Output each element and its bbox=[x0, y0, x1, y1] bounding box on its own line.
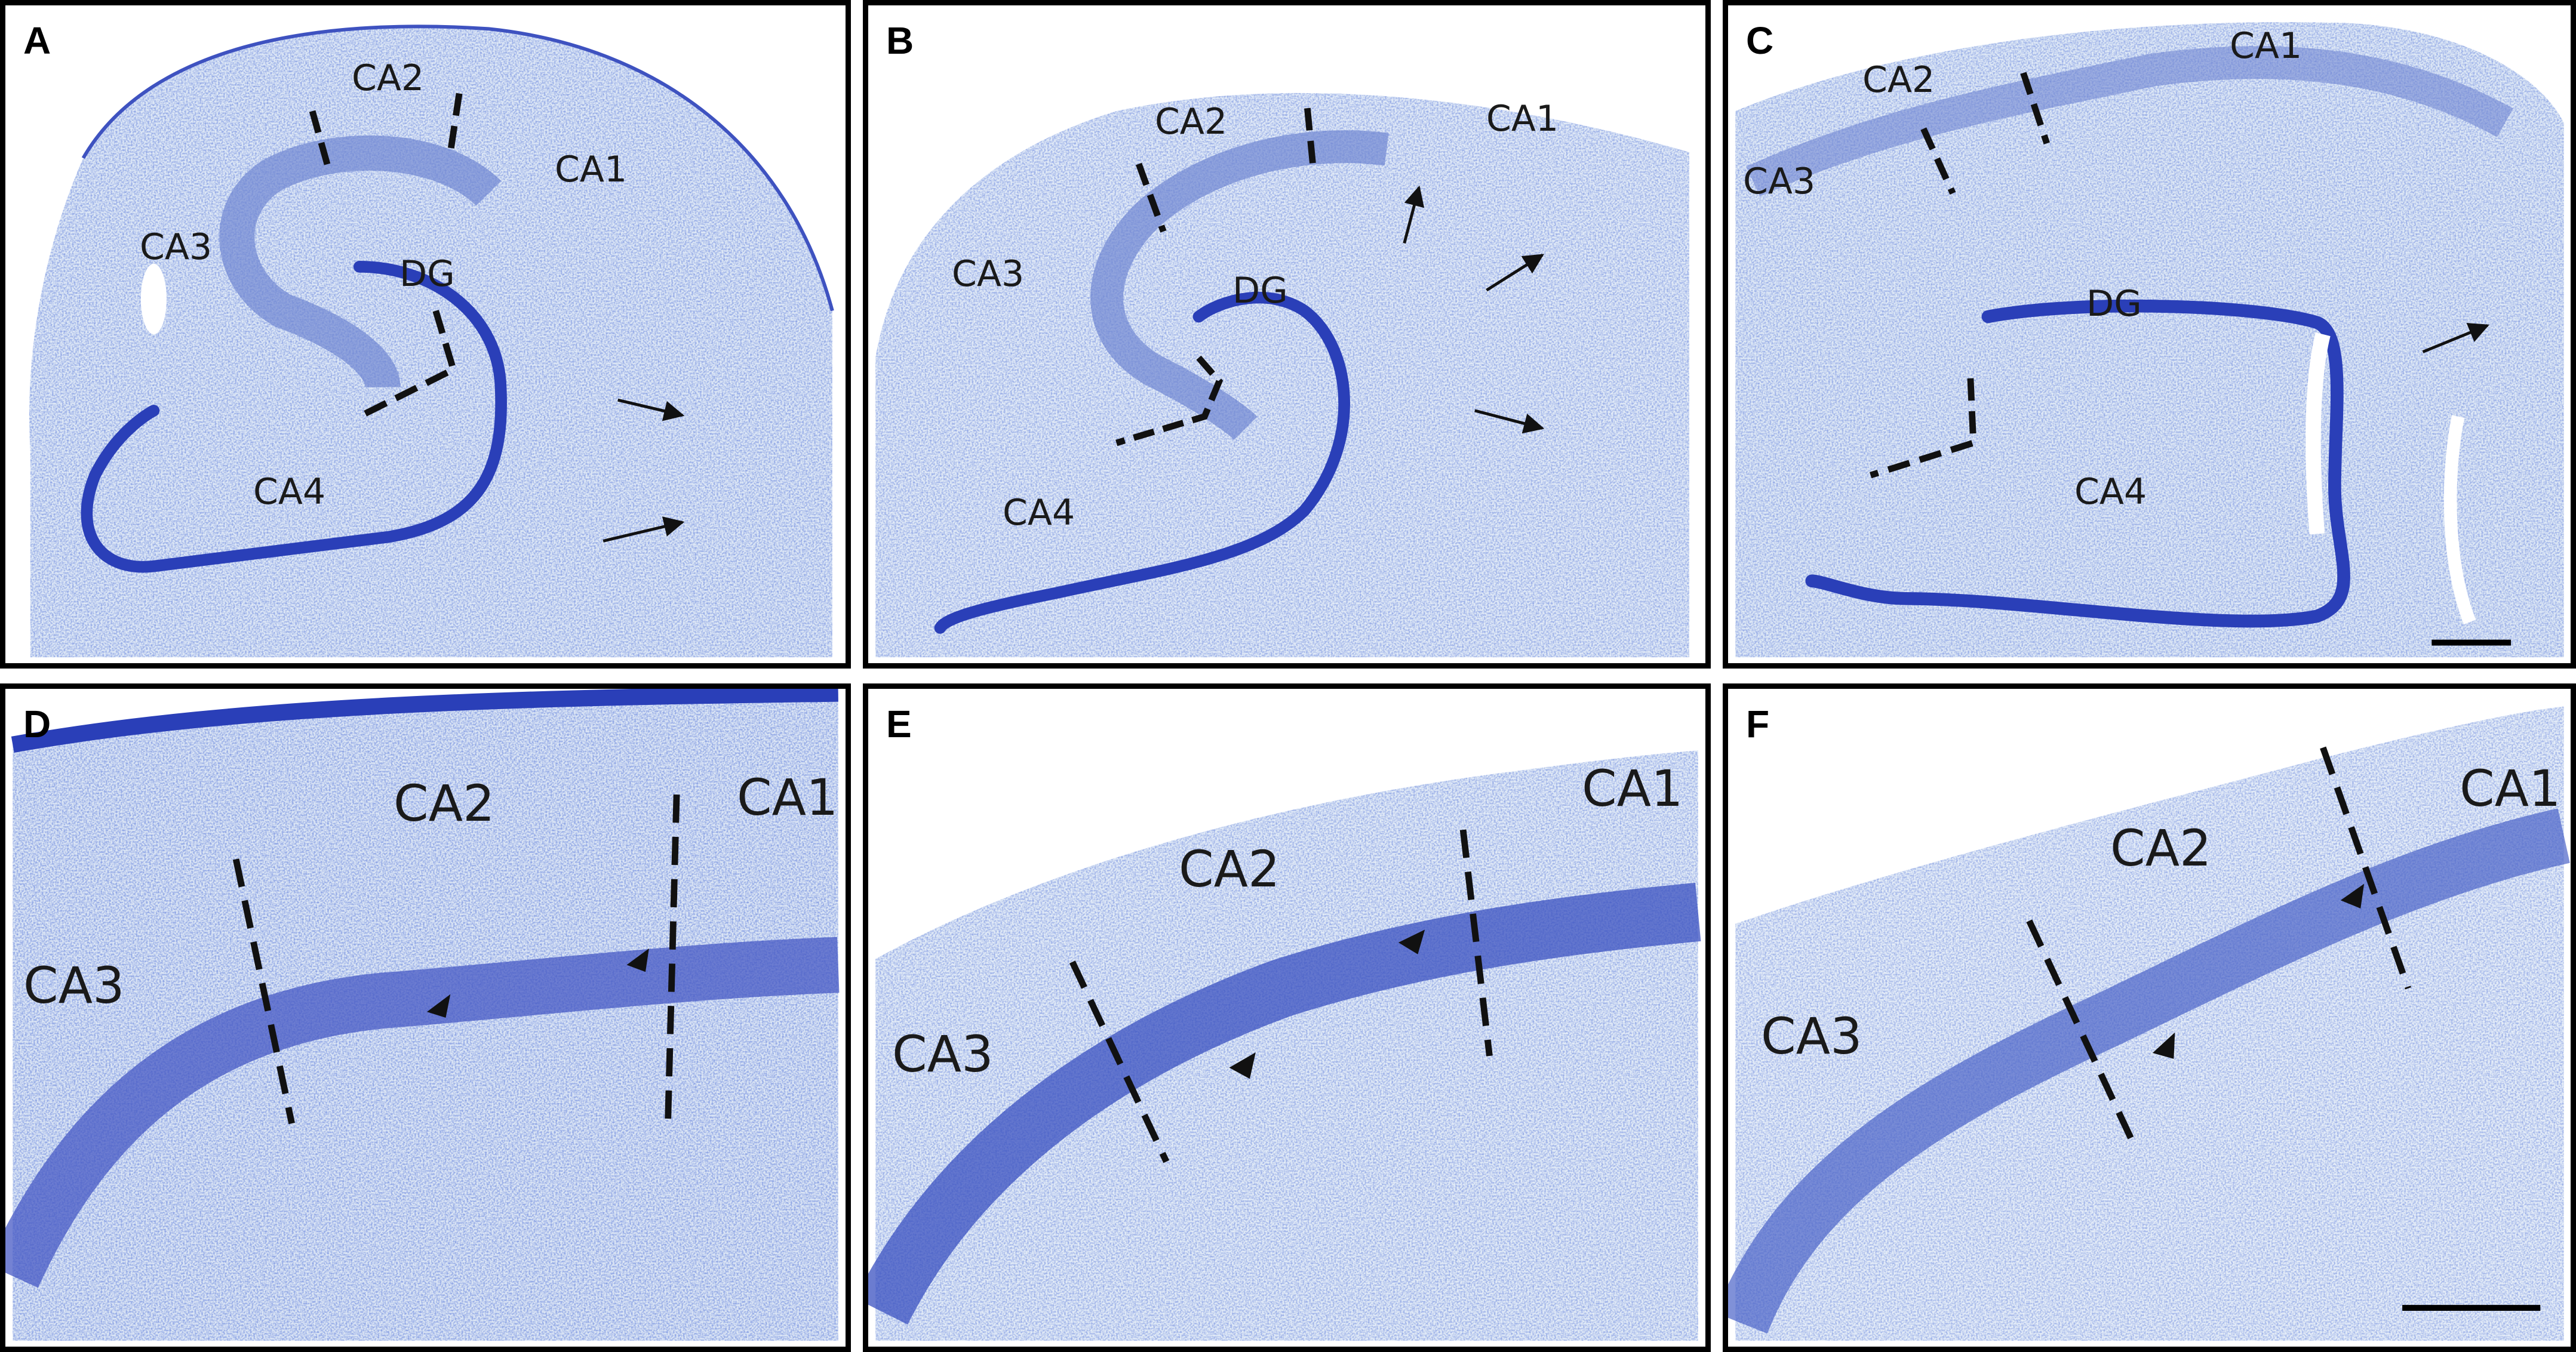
label-ca3: CA3 bbox=[23, 956, 125, 1015]
panel-letter: B bbox=[886, 19, 914, 62]
panel-letter: C bbox=[1746, 19, 1774, 62]
panel-a: A CA2 CA1 CA3 DG CA4 bbox=[0, 0, 851, 669]
panel-letter: F bbox=[1746, 703, 1770, 746]
label-ca3: CA3 bbox=[952, 253, 1025, 295]
label-ca3: CA3 bbox=[1761, 1007, 1862, 1065]
panel-letter: D bbox=[23, 703, 51, 746]
label-ca1: CA1 bbox=[555, 149, 628, 190]
panel-b-micrograph bbox=[875, 93, 1689, 658]
panel-letter: A bbox=[23, 19, 51, 62]
label-ca2: CA2 bbox=[1862, 59, 1935, 101]
panel-b: B CA2 CA1 CA3 DG CA4 bbox=[863, 0, 1711, 669]
label-ca3: CA3 bbox=[892, 1025, 994, 1083]
label-ca1: CA1 bbox=[1486, 98, 1559, 140]
panel-f-micrograph bbox=[1728, 706, 2570, 1341]
panel-c-micrograph bbox=[1735, 22, 2564, 658]
panel-a-micrograph bbox=[29, 24, 834, 658]
label-ca4: CA4 bbox=[253, 471, 326, 513]
label-ca2: CA2 bbox=[352, 57, 425, 99]
label-ca3: CA3 bbox=[1743, 161, 1816, 202]
label-ca1: CA1 bbox=[2230, 25, 2303, 67]
label-dg: DG bbox=[2086, 283, 2142, 325]
label-ca4: CA4 bbox=[2074, 471, 2147, 513]
label-ca1: CA1 bbox=[1582, 759, 1683, 818]
label-ca1: CA1 bbox=[737, 768, 838, 827]
label-ca1: CA1 bbox=[2460, 759, 2561, 818]
label-ca2: CA2 bbox=[2110, 819, 2212, 877]
panel-d: D CA2 CA1 CA3 bbox=[0, 683, 851, 1352]
label-ca2: CA2 bbox=[1155, 101, 1228, 143]
panel-letter: E bbox=[886, 703, 912, 746]
panel-e-micrograph bbox=[868, 750, 1701, 1341]
label-ca2: CA2 bbox=[1179, 840, 1280, 898]
label-dg: DG bbox=[1232, 270, 1288, 312]
panel-f: F CA1 CA2 CA3 bbox=[1723, 683, 2576, 1352]
label-ca2: CA2 bbox=[394, 774, 495, 833]
label-dg: DG bbox=[399, 253, 455, 295]
label-ca3: CA3 bbox=[140, 226, 213, 268]
panel-d-micrograph bbox=[5, 689, 840, 1341]
label-ca4: CA4 bbox=[1003, 492, 1075, 534]
panel-e: E CA1 CA2 CA3 bbox=[863, 683, 1711, 1352]
panel-c: C CA1 CA2 CA3 DG CA4 bbox=[1723, 0, 2576, 669]
